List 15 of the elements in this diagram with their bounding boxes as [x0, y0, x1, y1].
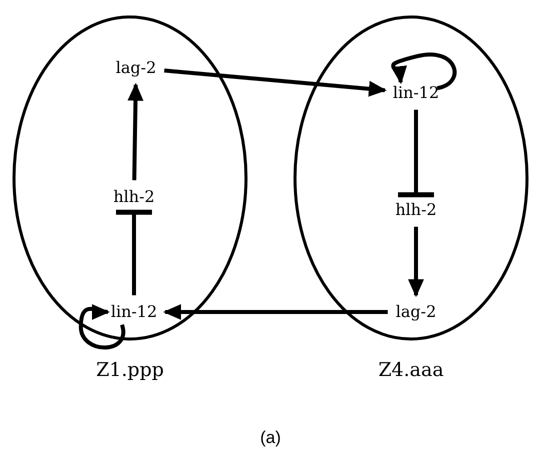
arrow	[408, 226, 424, 298]
gene-label: hlh-2	[395, 201, 437, 219]
cell-name: Z4.aaa	[378, 359, 444, 381]
arrow	[128, 82, 144, 180]
gene-label: lin-12	[110, 303, 158, 321]
gene-label: hlh-2	[113, 188, 155, 206]
arrow	[164, 68, 387, 97]
caption: (a)	[260, 428, 281, 448]
arrow	[163, 304, 388, 320]
gene-label: lin-12	[392, 84, 440, 102]
cell-name: Z1.ppp	[96, 359, 164, 381]
gene-label: lag-2	[116, 59, 156, 77]
gene-label: lag-2	[396, 303, 436, 321]
arrow	[390, 52, 457, 90]
arrow	[78, 302, 126, 350]
